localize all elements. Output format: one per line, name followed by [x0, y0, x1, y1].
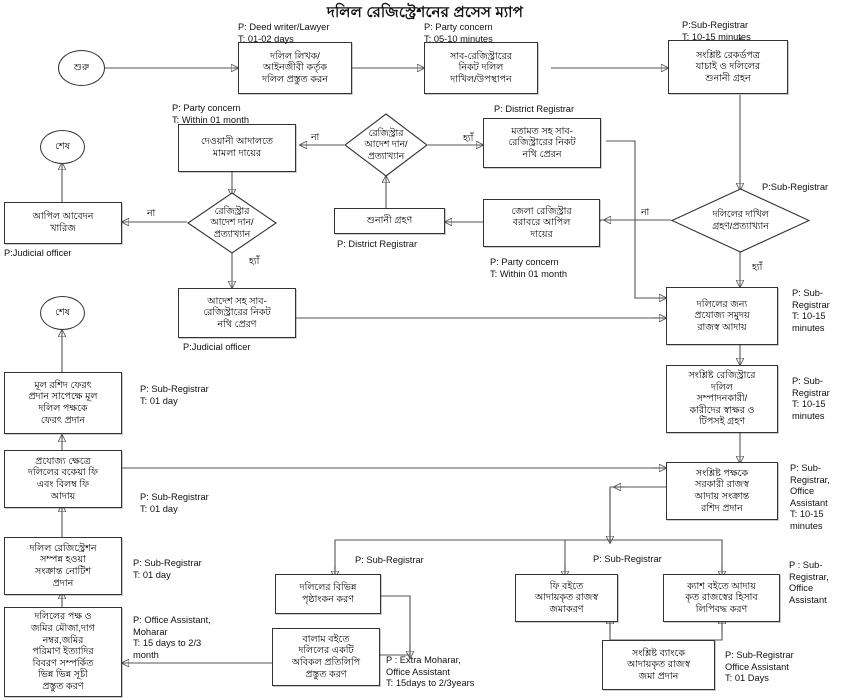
annotation-fee-book: P: Sub-Registrar — [593, 554, 662, 564]
annotation-revenue-collect: P: Sub- Registrar T: 10-15 minutes — [792, 288, 830, 333]
edge-label-yes-1: হ্যাঁ — [463, 133, 474, 143]
annotation-civil-court: P: Party concern T: Within 01 month — [172, 103, 249, 125]
annotation-page-mark: P: Sub-Registrar — [355, 555, 424, 565]
annotation-submit: P: Party concern T: 05-10 minutes — [424, 22, 493, 44]
annotation-appeal-reject: P:Judicial officer — [4, 248, 72, 258]
edge-label-yes-3: হ্যাঁ — [752, 262, 763, 272]
diamond-shape — [671, 188, 810, 253]
edge-label-yes-2: হ্যাঁ — [249, 256, 260, 266]
annotation-due-fee: P: Sub-Registrar T: 01 day — [140, 492, 209, 514]
process-balam-copy: বালাম বইতেদলিলের একটিঅবিকল প্রতিলিপিপ্রস… — [272, 628, 380, 686]
annotation-receipt-return: P: Sub-Registrar T: 01 day — [140, 384, 209, 406]
annotation-cash-book: P : Sub- Registrar, Office Assistant — [789, 560, 829, 605]
annotation-bank-deposit: P: Sub-Registrar Office Assistant T: 01 … — [725, 650, 794, 684]
terminal-start-1: শুরু — [58, 50, 105, 86]
annotation-index-prepare: P: Office Assistant, Moharar T: 15 days … — [133, 615, 211, 660]
diamond-shape — [344, 113, 428, 177]
annotation-deed-prepare: P: Deed writer/Lawyer T: 01-02 days — [238, 22, 330, 44]
annotation-notice: P: Sub-Registrar T: 01 day — [133, 558, 202, 580]
annotation-opinion-send: P: District Registrar — [494, 104, 575, 114]
process-civil-court: দেওয়ানী আদালতেমামলা দায়ের — [178, 124, 296, 172]
edge-label-no-3: না — [641, 207, 650, 217]
annotation-hearing-take: P: District Registrar — [337, 239, 418, 249]
annotation-revenue-receipt: P: Sub- Registrar, Office Assistant T: 1… — [790, 463, 830, 532]
annotation-document-accept: P:Sub-Registrar — [762, 182, 829, 192]
process-hearing-take: শুনানী গ্রহণ — [334, 208, 445, 234]
annotation-verify: P:Sub-Registrar T: 10-15 minutes — [682, 20, 751, 42]
diamond-shape — [187, 192, 277, 254]
annotation-balam-copy: P : Extra Moharar, Office Assistant T: 1… — [386, 655, 475, 689]
edge-label-no-1: না — [311, 132, 320, 142]
page-title: দলিল রেজিস্ট্রেশনের প্রসেস ম্যাপ — [326, 4, 524, 21]
annotation-signature: P: Sub- Registrar T: 10-15 minutes — [792, 376, 830, 421]
process-due-fee: প্রযোজ্য ক্ষেত্রেদলিলের বকেয়া ফিএবং বিল… — [4, 450, 122, 508]
terminal-end-1: শেষ — [40, 130, 85, 164]
annotation-district-appeal: P: Party concern T: Within 01 month — [490, 257, 567, 279]
terminal-end-2: শেষ — [40, 296, 85, 330]
edge-label-no-2: না — [147, 208, 156, 218]
annotation-order-send: P:Judicial officer — [183, 342, 251, 352]
